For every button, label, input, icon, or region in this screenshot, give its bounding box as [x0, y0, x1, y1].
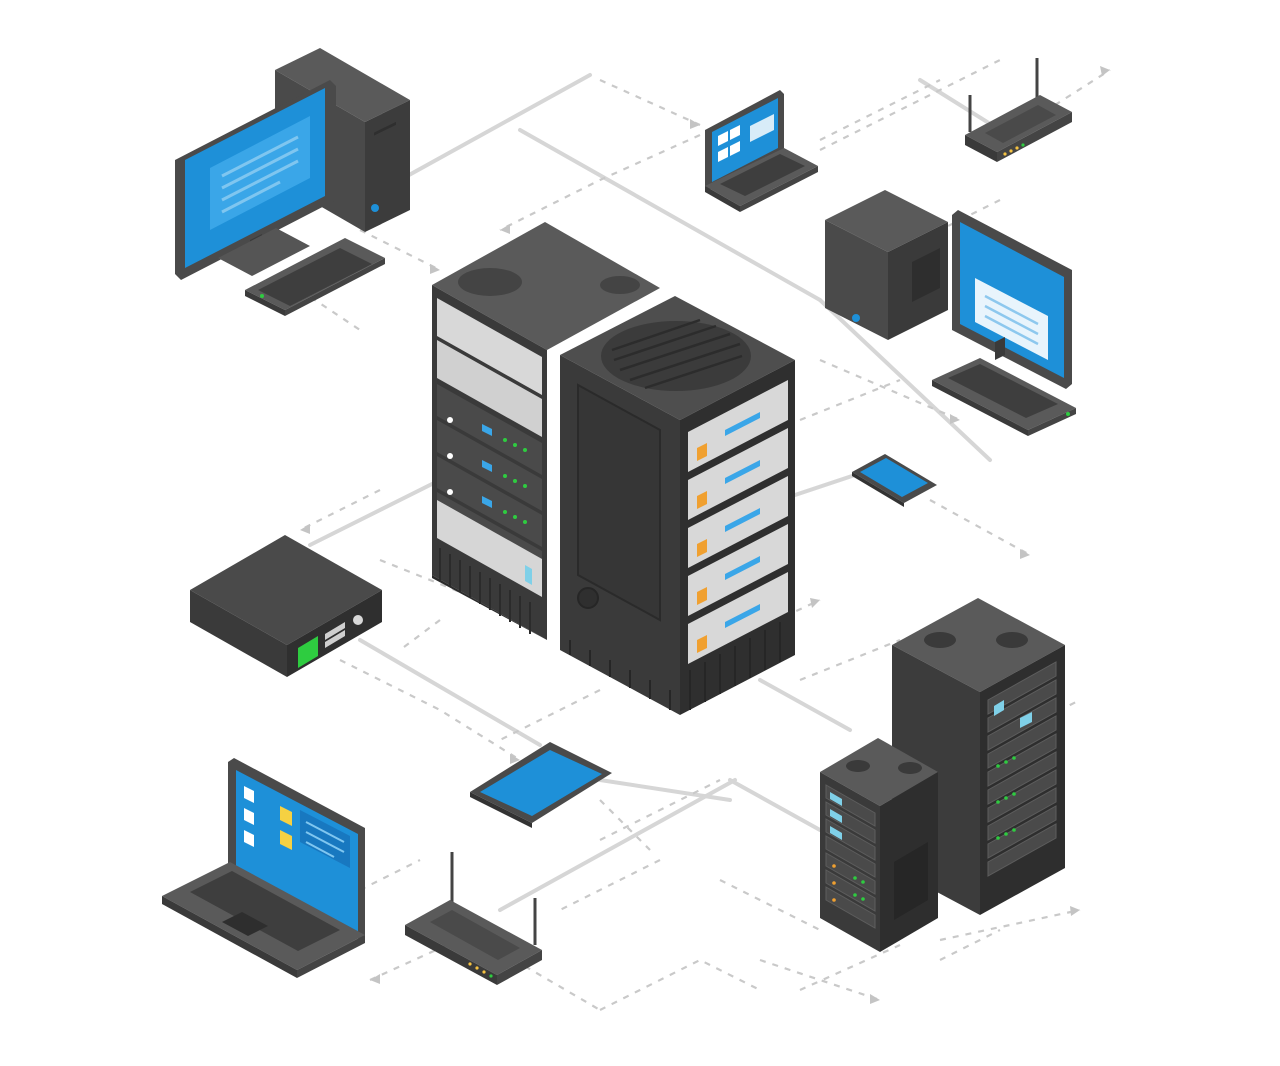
server-rack-icon	[432, 222, 795, 715]
server-unit-panels	[437, 298, 542, 597]
wifi-router-icon	[965, 58, 1072, 162]
laptop-icon	[162, 758, 365, 978]
tablet-icon	[852, 454, 937, 507]
wifi-router-icon	[405, 852, 542, 985]
tablet-icon	[470, 742, 612, 828]
network-storage-icon	[190, 535, 382, 677]
server-tower-icon	[820, 598, 1065, 952]
desktop-computer-icon	[175, 48, 410, 316]
desktop-computer-icon	[825, 190, 1076, 436]
server-unit-panels	[688, 380, 788, 664]
laptop-icon	[705, 90, 818, 212]
